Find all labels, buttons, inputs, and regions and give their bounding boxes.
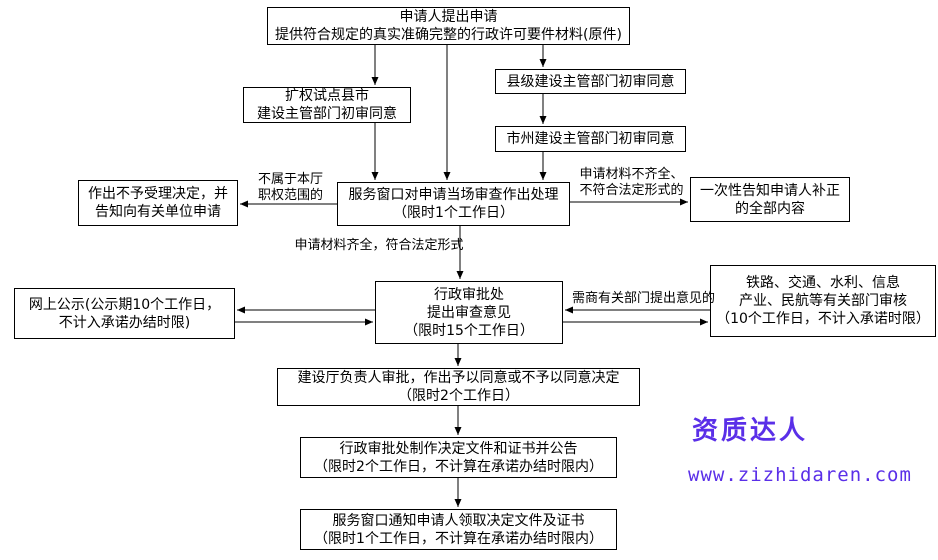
box-reject-decision: 作出不予受理决定，并 告知向有关单位申请: [78, 180, 238, 226]
box-county-level-preapproval: 县级建设主管部门初审同意: [495, 69, 686, 94]
box-text: 提出审查意见: [427, 304, 511, 321]
edge-label-out-of-scope: 不属于本厅 职权范围的: [243, 172, 338, 204]
box-text: 作出不予受理决定，并: [88, 186, 228, 202]
edge-label-complete-materials: 申请材料齐全，符合法定形式: [286, 238, 472, 254]
box-text: 一次性告知申请人补正: [700, 182, 840, 199]
box-pilot-county-preapproval: 扩权试点县市 建设主管部门初审同意: [243, 87, 411, 123]
box-online-publicity: 网上公示(公示期10个工作日， 不计入承诺办结时限): [14, 288, 235, 339]
box-text: 服务窗口通知申请人领取决定文件及证书: [332, 512, 585, 529]
box-text: 县级建设主管部门初审同意: [506, 73, 675, 90]
box-text: 不计入承诺办结时限): [58, 314, 191, 331]
box-text: （10个工作日，不计入承诺时限）: [716, 311, 930, 327]
edge-label-incomplete-materials: 申请材料不齐全、 不符合法定形式的: [574, 167, 689, 199]
box-text: 行政审批处: [434, 286, 504, 303]
box-text: 服务窗口对申请当场审查作出处理: [348, 187, 559, 203]
box-city-prefecture-preapproval: 市州建设主管部门初审同意: [495, 126, 686, 152]
box-text: 铁路、交通、水利、信息: [746, 275, 900, 291]
box-department-head-approval: 建设厅负责人审批，作出予以同意或不予以同意决定 （限时2个工作日）: [277, 368, 640, 406]
box-text: 的全部内容: [735, 200, 805, 217]
box-text: 行政审批处制作决定文件和证书并公告: [339, 440, 578, 457]
box-text: 市州建设主管部门初审同意: [506, 131, 675, 147]
watermark-url: www.zizhidaren.com: [688, 464, 912, 486]
box-text: 申请人提出申请: [399, 9, 498, 25]
box-make-documents: 行政审批处制作决定文件和证书并公告 （限时2个工作日，不计算在承诺办结时限内）: [300, 437, 617, 478]
box-related-departments-review: 铁路、交通、水利、信息 产业、民航等有关部门审核 （10个工作日，不计入承诺时限…: [710, 265, 936, 337]
box-approval-office-opinion: 行政审批处 提出审查意见 （限时15个工作日）: [375, 281, 563, 344]
edge-label-text: 需商有关部门提出意见的: [571, 291, 715, 306]
box-text: 建设主管部门初审同意: [257, 106, 397, 122]
box-text: 网上公示(公示期10个工作日，: [28, 296, 221, 313]
box-text: （限时1个工作日，不计算在承诺办结时限内）: [314, 530, 603, 547]
box-applicant-submit: 申请人提出申请 提供符合规定的真实准确完整的行政许可要件材料(原件): [267, 7, 630, 45]
edge-label-text: 不符合法定形式的: [579, 183, 684, 198]
box-text: （限时1个工作日）: [393, 205, 514, 221]
box-text: 扩权试点县市: [285, 88, 369, 104]
box-notify-collect: 服务窗口通知申请人领取决定文件及证书 （限时1个工作日，不计算在承诺办结时限内）: [300, 509, 617, 550]
box-notify-supplement: 一次性告知申请人补正 的全部内容: [690, 177, 850, 222]
box-text: 产业、民航等有关部门审核: [739, 293, 907, 309]
box-text: （限时2个工作日）: [398, 388, 519, 404]
edge-label-text: 不属于本厅: [257, 172, 323, 187]
box-text: （限时15个工作日）: [404, 322, 534, 339]
edge-label-text: 申请材料齐全，符合法定形式: [294, 238, 464, 253]
box-text: 告知向有关单位申请: [95, 204, 221, 220]
edge-label-text: 职权范围的: [257, 188, 323, 203]
box-text: 建设厅负责人审批，作出予以同意或不予以同意决定: [297, 370, 620, 386]
watermark-brand: 资质达人: [692, 416, 809, 446]
edge-label-consult-departments: 需商有关部门提出意见的: [571, 291, 716, 307]
box-text: 提供符合规定的真实准确完整的行政许可要件材料(原件): [275, 27, 622, 43]
box-service-window-review: 服务窗口对申请当场审查作出处理 （限时1个工作日）: [337, 182, 570, 226]
edge-label-text: 申请材料不齐全、: [579, 167, 684, 182]
box-text: （限时2个工作日，不计算在承诺办结时限内）: [314, 458, 603, 475]
